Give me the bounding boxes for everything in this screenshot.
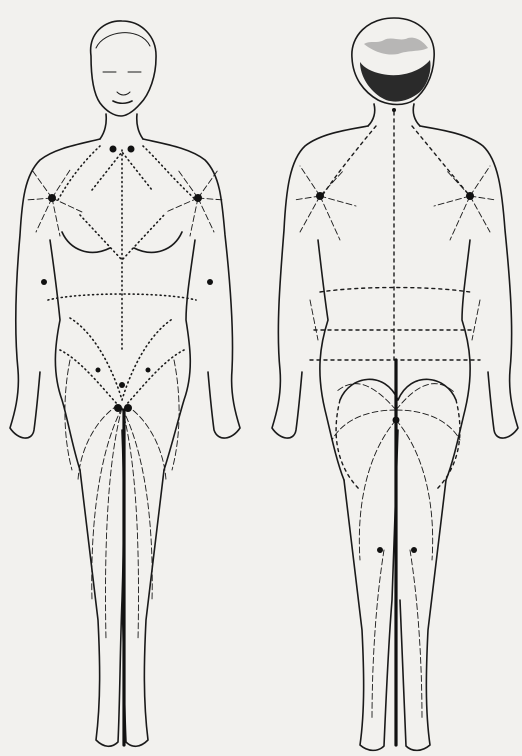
front-figure [10, 21, 240, 746]
front-head [91, 21, 156, 116]
back-axillary-vessels [294, 166, 496, 240]
front-body-outline [10, 139, 240, 438]
back-figure [272, 18, 518, 750]
front-legs [80, 430, 164, 746]
front-axillary-vessels [26, 170, 224, 236]
front-neck [100, 114, 143, 139]
back-head [352, 18, 434, 105]
front-lymph-nodes [41, 146, 213, 413]
